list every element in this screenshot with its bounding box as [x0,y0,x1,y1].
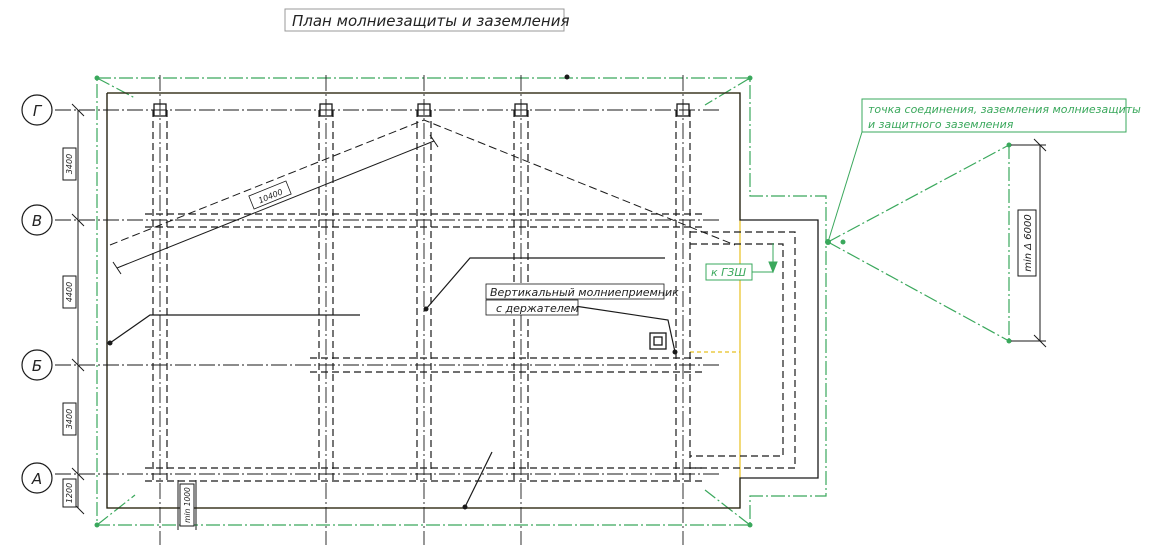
min-1000-label: min 1000 [183,487,192,523]
leader-dots [107,74,678,510]
building-outline [106,92,819,509]
title-block: План молниезащиты и заземления [284,8,570,32]
axis-bubbles [21,94,53,494]
gzsh-callout [705,243,778,281]
grounding-point-label-1: точка соединения, заземления молниезащит… [868,103,1141,116]
gzsh-label: к ГЗШ [711,266,746,279]
roof-conductor [106,92,741,509]
grounding-nodes [94,75,1012,528]
grounding-point-label-2: и защитного заземления [868,118,1014,131]
foundation-beams [145,110,796,482]
right-min-dimension [1011,138,1047,348]
axis-label-a: А [31,470,42,488]
roof-ridge [109,119,736,246]
dim-label-2: 4400 [65,282,74,302]
lightning-rod-label-1: Вертикальный молниеприемник [490,286,679,299]
min-6000-label: min Δ 6000 [1023,214,1034,272]
column-footings [153,103,690,350]
dim-label-3: 3400 [65,409,74,429]
lightning-rod-callout [485,283,665,316]
axis-label-g: Г [33,102,43,120]
grid-axes [55,75,720,545]
dim-label-4: 1200 [65,483,74,503]
leader-lines [109,257,676,508]
axis-label-v: В [32,212,42,230]
grounding-loop [96,77,1010,526]
lightning-rod-label-2: с держателем [496,302,579,315]
left-dimension-chain [62,103,85,515]
axis-label-b: Б [32,357,42,375]
dim-label-1: 3400 [65,154,74,174]
drawing-title: План молниезащиты и заземления [292,12,570,30]
bottom-min-dimension [177,480,197,530]
grounding-point-callout [827,98,1127,243]
diagonal-dimension [112,134,439,275]
